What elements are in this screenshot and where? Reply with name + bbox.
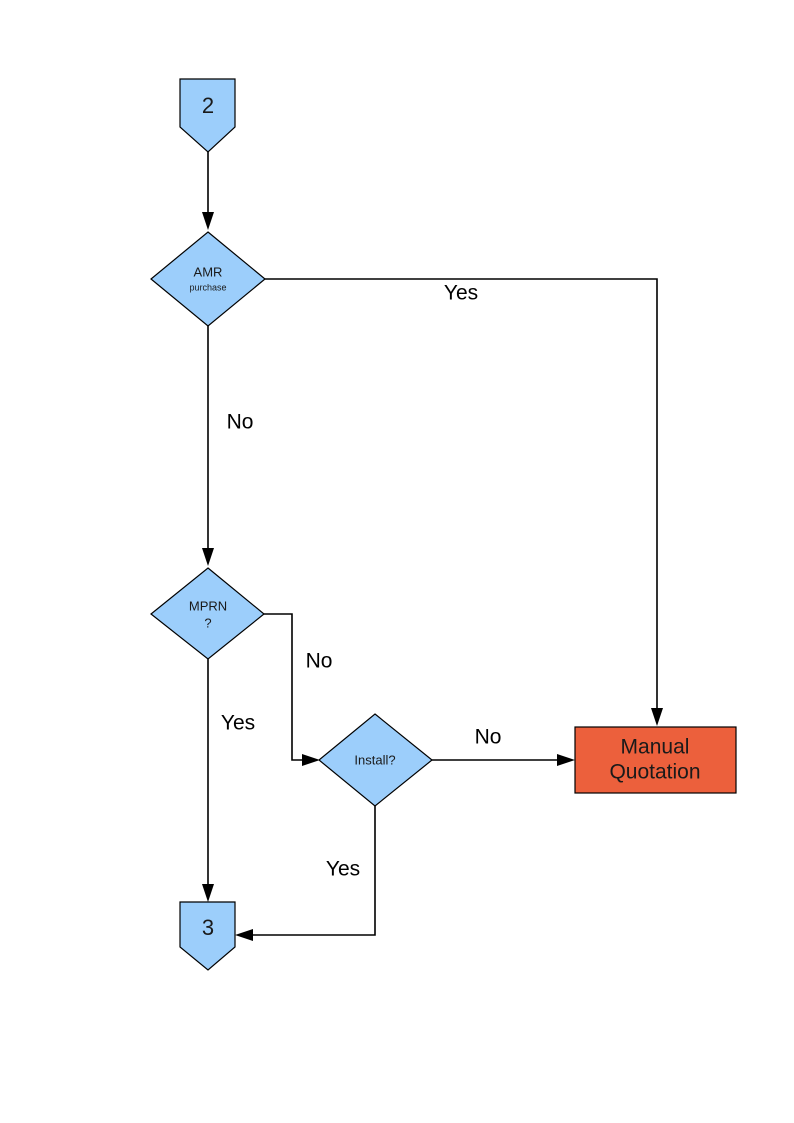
arrow-head-icon <box>202 548 214 566</box>
edge-label-mprn-no: No <box>306 650 333 673</box>
arrow-head-icon <box>302 754 320 766</box>
arrow-head-icon <box>202 212 214 230</box>
edge-install-yes-to-end3 <box>235 806 376 941</box>
edge-mprn-yes-to-end3 <box>202 659 214 902</box>
connector-2[interactable]: 2 <box>179 78 236 153</box>
arrow-head-icon <box>235 929 253 941</box>
process-manual-quotation[interactable]: Manual Quotation <box>574 726 737 794</box>
arrow-head-icon <box>557 754 575 766</box>
edge-line <box>265 278 658 712</box>
edge-label-amr-no: No <box>227 411 254 434</box>
decision-mprn-label-line2: ? <box>204 615 211 630</box>
process-manual-quotation-label-line1: Manual <box>621 736 690 759</box>
edge-install-no-to-manual-quotation <box>432 754 575 766</box>
decision-mprn-shape[interactable] <box>150 567 265 660</box>
connector-3[interactable]: 3 <box>179 901 236 971</box>
decision-amr-purchase-shape[interactable] <box>150 231 266 327</box>
decision-amr-purchase-label-line2: purchase <box>189 282 226 292</box>
process-manual-quotation-label-line2: Quotation <box>609 761 700 784</box>
edge-label-install-yes: Yes <box>326 858 360 881</box>
edge-line <box>264 613 307 761</box>
edge-label-mprn-yes: Yes <box>221 712 255 735</box>
edge-start2-to-amr <box>202 152 214 230</box>
process-manual-quotation-shape[interactable] <box>574 726 737 794</box>
edge-label-install-no: No <box>475 726 502 749</box>
edge-amr-no-to-mprn <box>202 326 214 566</box>
decision-amr-purchase-label-line1: AMR <box>194 264 223 279</box>
connector-3-shape[interactable] <box>179 901 236 971</box>
connector-2-shape[interactable] <box>179 78 236 153</box>
arrow-head-icon <box>202 884 214 902</box>
decision-install[interactable]: Install? <box>318 713 433 807</box>
connector-2-label: 2 <box>202 93 214 118</box>
edge-line <box>249 806 376 936</box>
decision-mprn-label-line1: MPRN <box>189 598 227 613</box>
decision-install-shape[interactable] <box>318 713 433 807</box>
decision-install-label: Install? <box>354 752 395 767</box>
edge-mprn-no-to-install <box>264 613 320 766</box>
connector-3-label: 3 <box>202 915 214 940</box>
edge-label-amr-yes: Yes <box>444 282 478 305</box>
edge-amr-yes-to-manual-quotation <box>265 278 663 726</box>
decision-amr-purchase[interactable]: AMR purchase <box>150 231 266 327</box>
arrow-head-icon <box>651 708 663 726</box>
decision-mprn[interactable]: MPRN ? <box>150 567 265 660</box>
